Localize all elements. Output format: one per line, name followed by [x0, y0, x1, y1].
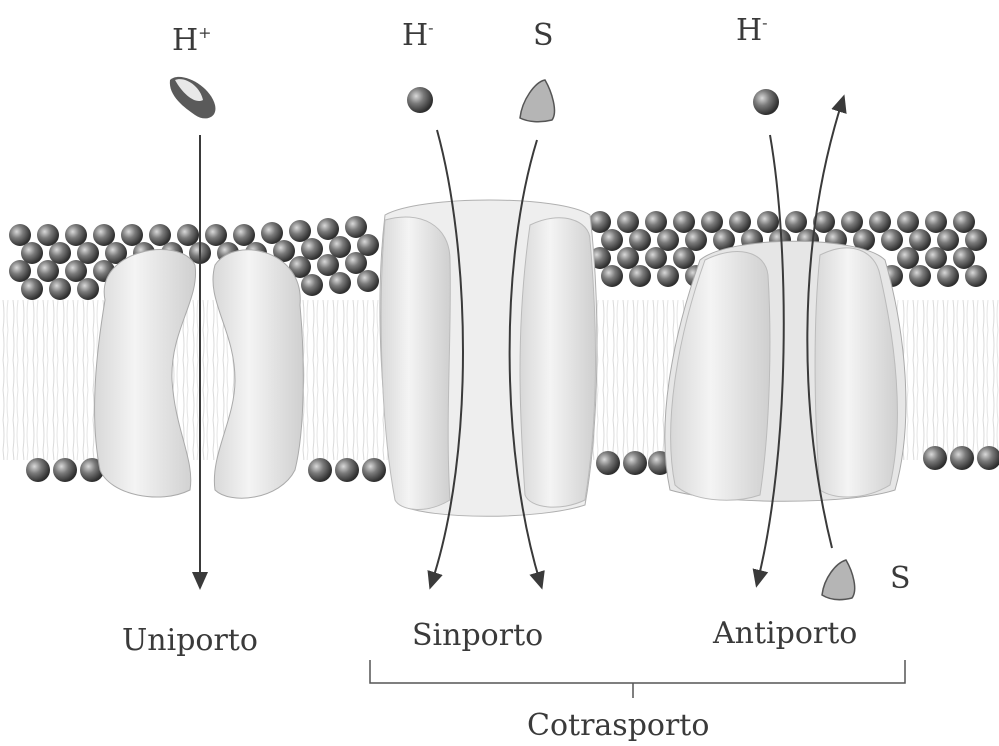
- antiport-substrate-molecule: [822, 560, 855, 600]
- lipid-head: [965, 265, 987, 287]
- lipid-head: [925, 247, 947, 269]
- lipid-head: [289, 220, 311, 242]
- lipid-head: [629, 265, 651, 287]
- lipid-head: [357, 234, 379, 256]
- lipid-head: [121, 224, 143, 246]
- lipid-head: [77, 242, 99, 264]
- lipid-head: [869, 211, 891, 233]
- lipid-head: [617, 247, 639, 269]
- antiport-protein: [665, 241, 906, 501]
- lipid-head: [601, 265, 623, 287]
- uniport-label: Uniporto: [122, 623, 258, 658]
- lipid-head: [950, 446, 974, 470]
- uniport-ion-molecule: [170, 77, 216, 119]
- lipid-head: [362, 458, 386, 482]
- lipid-head: [909, 229, 931, 251]
- lipid-head: [923, 446, 947, 470]
- lipid-head: [657, 229, 679, 251]
- lipid-head: [601, 229, 623, 251]
- lipid-head: [617, 211, 639, 233]
- lipid-head: [9, 224, 31, 246]
- lipid-head: [909, 265, 931, 287]
- lipid-head: [925, 211, 947, 233]
- lipid-head: [645, 211, 667, 233]
- lipid-head: [629, 229, 651, 251]
- lipid-head: [308, 458, 332, 482]
- symport-substrate-label: S: [533, 18, 554, 53]
- lipid-head: [335, 458, 359, 482]
- lipid-head: [301, 274, 323, 296]
- symport-label: Sinporto: [412, 618, 543, 653]
- symport-substrate-molecule: [520, 80, 554, 122]
- lipid-head: [49, 278, 71, 300]
- lipid-head: [233, 224, 255, 246]
- lipid-head: [729, 211, 751, 233]
- lipid-head: [329, 236, 351, 258]
- lipid-head: [21, 242, 43, 264]
- lipid-head: [953, 247, 975, 269]
- lipid-head: [589, 211, 611, 233]
- lipid-head: [149, 224, 171, 246]
- lipid-head: [685, 229, 707, 251]
- lipid-head: [93, 224, 115, 246]
- lipid-head: [49, 242, 71, 264]
- lipid-head: [657, 265, 679, 287]
- symport-ion-molecule: [407, 87, 433, 113]
- lipid-head: [841, 211, 863, 233]
- lipid-head: [937, 265, 959, 287]
- lipid-head: [897, 211, 919, 233]
- lipid-head: [881, 229, 903, 251]
- lipid-head: [785, 211, 807, 233]
- lipid-head: [53, 458, 77, 482]
- lipid-head: [645, 247, 667, 269]
- lipid-head: [623, 451, 647, 475]
- antiport-ion-label: H-: [736, 13, 768, 48]
- cotransport-label: Cotrasporto: [527, 708, 709, 743]
- lipid-head: [261, 222, 283, 244]
- lipid-head: [21, 278, 43, 300]
- lipid-head: [37, 260, 59, 282]
- lipid-head: [357, 270, 379, 292]
- lipid-head: [177, 224, 199, 246]
- lipid-head: [26, 458, 50, 482]
- lipid-head: [953, 211, 975, 233]
- lipid-head: [596, 451, 620, 475]
- antiport-substrate-label: S: [890, 561, 911, 596]
- lipid-head: [9, 260, 31, 282]
- lipid-head: [329, 272, 351, 294]
- antiport-label: Antiporto: [712, 616, 857, 651]
- lipid-head: [897, 247, 919, 269]
- lipid-head: [673, 211, 695, 233]
- lipid-head: [317, 218, 339, 240]
- lipid-head: [65, 260, 87, 282]
- lipid-head: [205, 224, 227, 246]
- lipid-head: [317, 254, 339, 276]
- lipid-head: [937, 229, 959, 251]
- lipid-head: [37, 224, 59, 246]
- symport-protein: [380, 200, 597, 516]
- lipid-head: [701, 211, 723, 233]
- symport-ion-label: H-: [402, 18, 434, 53]
- lipid-head: [301, 238, 323, 260]
- lipid-head: [345, 252, 367, 274]
- antiport-ion-molecule: [753, 89, 779, 115]
- cotransport-bracket: [370, 660, 905, 698]
- lipid-head: [65, 224, 87, 246]
- lipid-head: [965, 229, 987, 251]
- uniport-ion-label: H+: [172, 23, 212, 58]
- lipid-head: [345, 216, 367, 238]
- lipid-head: [77, 278, 99, 300]
- lipid-head: [673, 247, 695, 269]
- lipid-head: [757, 211, 779, 233]
